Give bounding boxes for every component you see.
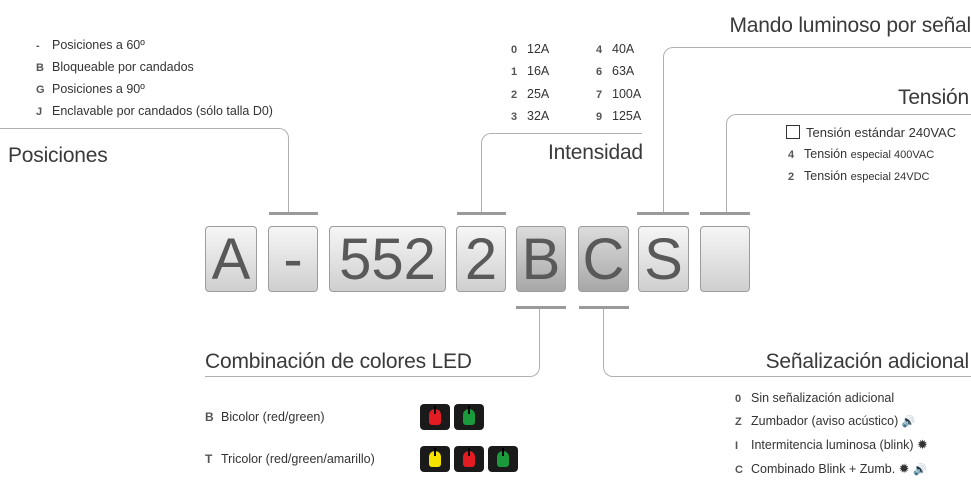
- code-box-senal: C: [578, 226, 629, 292]
- code-box-tension: [700, 226, 750, 292]
- led-yellow-icon: [420, 446, 450, 472]
- blink-light-icon: ✹: [917, 437, 928, 452]
- code-box-type: A: [205, 226, 257, 292]
- posiciones-connector: [0, 128, 289, 213]
- speaker-icon: 🔊: [913, 464, 927, 476]
- senal-bar: [579, 306, 629, 309]
- code-box-posicion: -: [268, 226, 318, 292]
- leds-bar: [516, 306, 566, 309]
- intensidad-bar: [457, 212, 506, 215]
- leds-title: Combinación de colores LED: [205, 350, 472, 373]
- mando-connector: [663, 47, 971, 213]
- mando-title: Mando luminoso por señal: [729, 14, 971, 37]
- posiciones-item: -Posiciones a 60º: [36, 38, 145, 52]
- senal-title: Señalización adicional: [765, 350, 970, 373]
- senal-connector: [603, 309, 971, 377]
- code-box-intensidad: 2: [456, 226, 506, 292]
- led-green-icon: [488, 446, 518, 472]
- code-box-mando: S: [638, 226, 689, 292]
- led-red-icon: [420, 404, 450, 430]
- tension-bar: [700, 212, 750, 215]
- code-box-leds: B: [516, 226, 566, 292]
- code-box-model: 552: [329, 226, 446, 292]
- position-bar: [269, 212, 318, 215]
- tension-title: Tensión: [898, 86, 969, 109]
- tension-item: Tensión estándar 240VAC: [786, 125, 956, 140]
- tension-connector: [726, 114, 971, 213]
- intensidad-title: Intensidad: [548, 141, 643, 164]
- led-red-icon: [454, 446, 484, 472]
- led-green-icon: [454, 404, 484, 430]
- speaker-icon: 🔊: [901, 416, 916, 428]
- posiciones-title: Posiciones: [8, 144, 108, 167]
- blink-light-icon: ✹: [898, 461, 910, 476]
- mando-bar: [637, 212, 689, 215]
- intensidad-connector: [481, 133, 642, 213]
- leds-connector: [205, 309, 540, 377]
- checkbox-icon: [786, 125, 800, 139]
